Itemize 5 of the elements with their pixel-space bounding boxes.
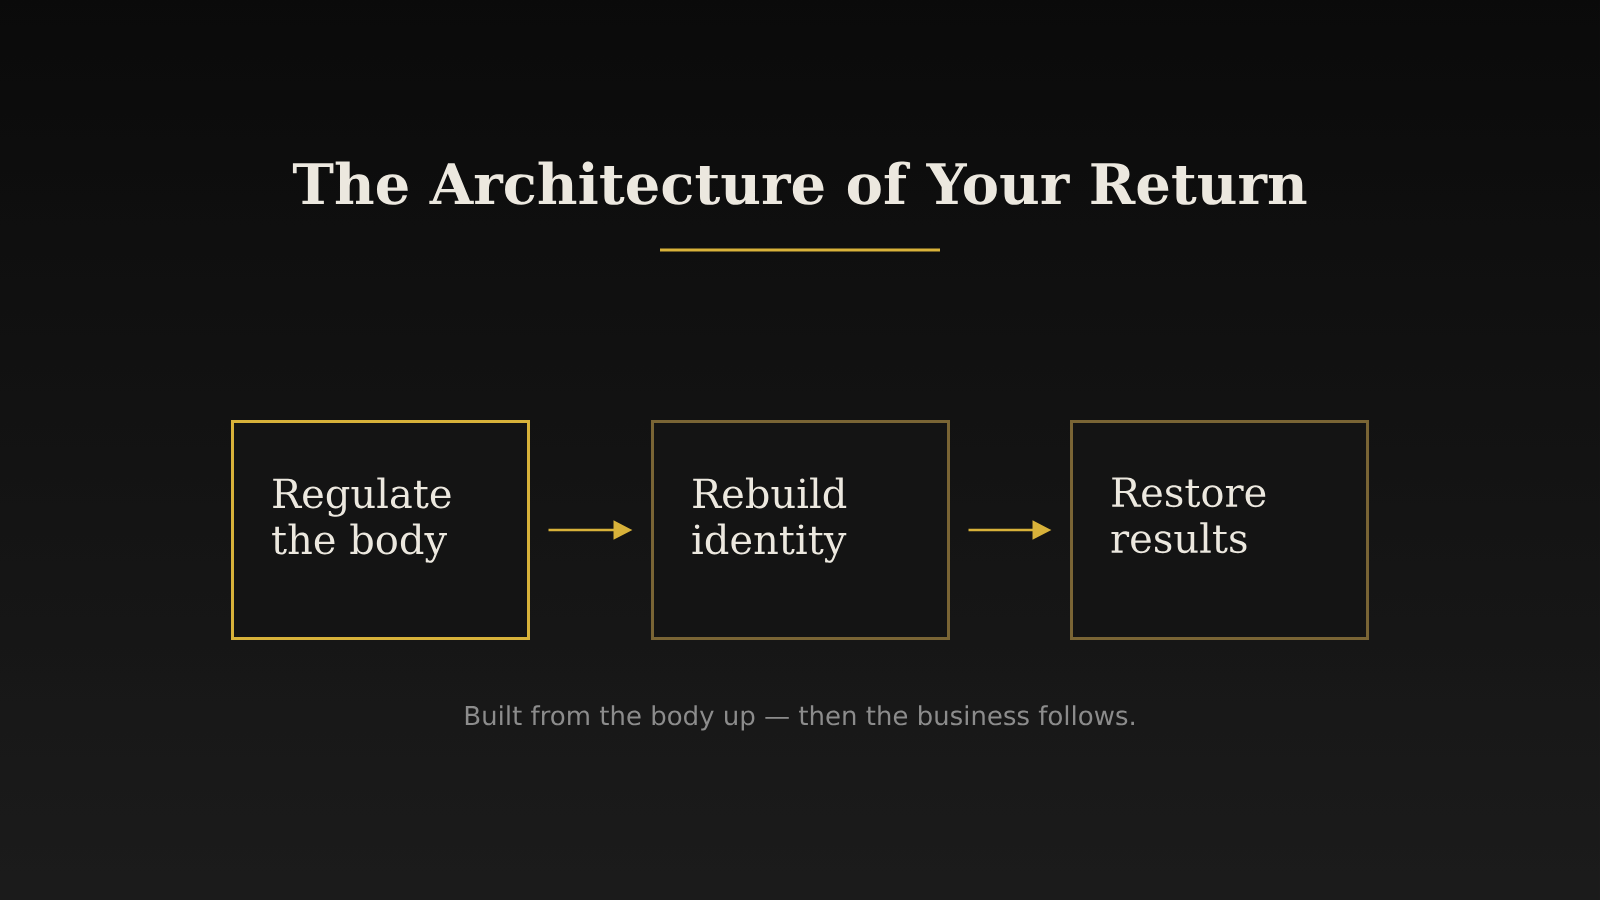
caption: Built from the body up — then the business follows. <box>465 705 1134 731</box>
process-box: Restore results <box>1070 420 1369 640</box>
process-box: Regulate the body <box>231 420 530 640</box>
process-box: Rebuild identity <box>651 420 950 640</box>
title: The Architecture of Your Return <box>292 161 1307 205</box>
